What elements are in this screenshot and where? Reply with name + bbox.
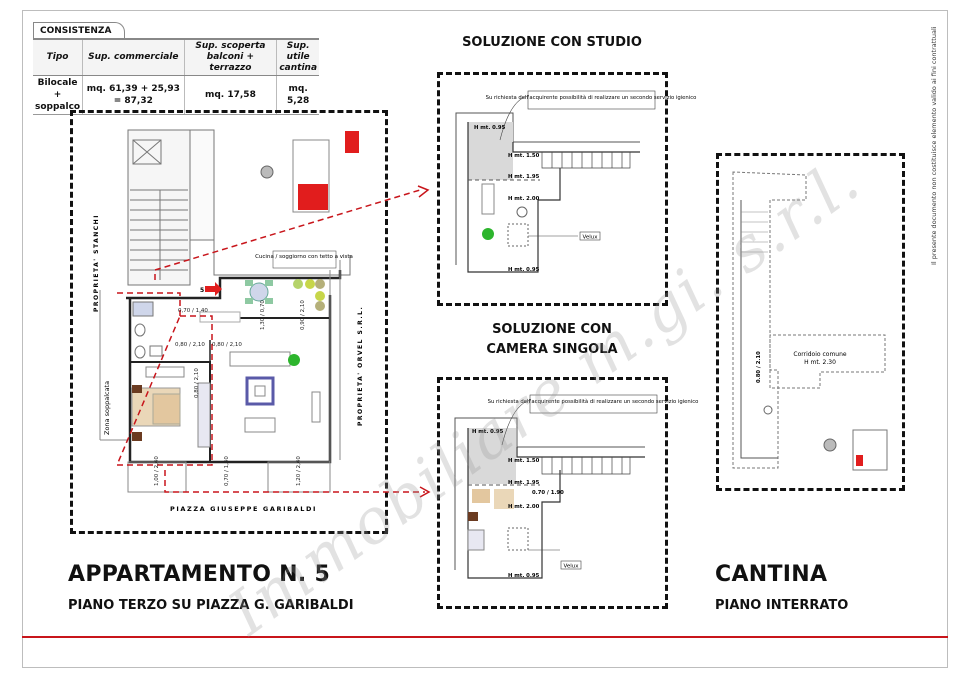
footer-red-line xyxy=(22,636,948,638)
cell-sup-scoperta: mq. 17,58 xyxy=(183,75,277,115)
left-property-label: PROPRIETA' STANCHI xyxy=(93,214,100,312)
table-row: Bilocale + soppalco mq. 61,39 + 25,93 = … xyxy=(33,75,319,115)
camera-height: H mt. 1.95 xyxy=(508,480,540,486)
dimension-label: 1,00 / 2,40 xyxy=(154,456,160,486)
dimension-label: 0,70 / 1,40 xyxy=(178,308,208,314)
entry-number: 5 xyxy=(200,287,204,294)
studio-height: H mt. 2.00 xyxy=(508,196,540,202)
studio-height: H mt. 0.95 xyxy=(474,125,506,131)
studio-height: H mt. 1.50 xyxy=(508,153,540,159)
camera-height: H mt. 1.50 xyxy=(508,458,540,464)
page-frame xyxy=(22,10,948,668)
dimension-label: 1,30 / 0,70 xyxy=(260,300,266,330)
street-label: PIAZZA GIUSEPPE GARIBALDI xyxy=(170,505,317,513)
camera-door-dimension: 0.70 / 1.90 xyxy=(532,490,564,496)
corridor-label: Corridoio comune xyxy=(793,351,847,358)
apartment-subtitle: PIANO TERZO SU PIAZZA G. GARIBALDI xyxy=(68,598,354,613)
cantina-title: CANTINA xyxy=(715,562,828,587)
bathroom-fixtures xyxy=(132,301,163,359)
dimension-label: 0,80 / 2,10 xyxy=(175,342,205,348)
apartment-title: APPARTAMENTO N. 5 xyxy=(68,562,331,587)
camera-velux-label: Velux xyxy=(564,564,580,570)
site-plan-thumbnail xyxy=(260,131,359,213)
disclaimer-text: Il presente documento non costituisce el… xyxy=(930,26,938,265)
cantina-subtitle: PIANO INTERRATO xyxy=(715,598,849,613)
kitchen-note: Cucina / soggiorno con tetto a vista xyxy=(255,254,353,260)
arrow-to-studio-icon xyxy=(417,185,430,198)
door-dimensions: 0,70 / 1,40 0,80 / 2,10 0,80 / 2,10 0,80… xyxy=(154,300,306,486)
consistenza-table: Tipo Sup. commerciale Sup. scoperta balc… xyxy=(33,38,319,115)
dimension-label: 0,80 / 2,10 xyxy=(194,368,200,398)
header-tipo: Tipo xyxy=(33,38,83,76)
cantina-plan-box xyxy=(716,153,905,491)
corridor-height: H mt. 2.30 xyxy=(804,359,836,366)
cantina-door-dimension: 0.80 / 2.10 xyxy=(756,351,762,383)
living-furniture xyxy=(199,279,325,433)
camera-height: H mt. 2.00 xyxy=(508,504,540,510)
cell-sup-commerciale: mq. 61,39 + 25,93 = 87,32 xyxy=(82,75,184,115)
table-header-row: Tipo Sup. commerciale Sup. scoperta balc… xyxy=(33,38,319,76)
camera-height: H mt. 0.95 xyxy=(508,573,540,579)
camera-title-line1: SOLUZIONE CON xyxy=(492,322,612,337)
header-sup-cantina: Sup. utile cantina xyxy=(276,38,319,76)
studio-height: H mt. 1.95 xyxy=(508,174,540,180)
studio-height: H mt. 0.95 xyxy=(508,267,540,273)
studio-note: Su richiesta dell'acquirente possibilità… xyxy=(486,94,697,101)
cantina-plan: Corridoio comune H mt. 2.30 0.80 / 2.10 xyxy=(732,171,888,471)
studio-plan-box xyxy=(437,72,668,306)
mezzanine-zone-outline xyxy=(115,189,425,493)
bedroom-furniture xyxy=(131,366,211,448)
balconies xyxy=(99,260,341,493)
consistenza-tab: CONSISTENZA xyxy=(33,22,125,39)
dimension-label: 0,70 / 1,40 xyxy=(224,456,230,486)
studio-title: SOLUZIONE CON STUDIO xyxy=(462,35,642,50)
studio-velux-label: Velux xyxy=(583,235,599,241)
dimension-label: 1,20 / 2,40 xyxy=(296,456,302,486)
cell-sup-cantina: mq. 5,28 xyxy=(276,75,319,115)
header-sup-commerciale: Sup. commerciale xyxy=(82,38,184,76)
apartment-plan-box xyxy=(70,110,388,534)
camera-title-line2: CAMERA SINGOLA xyxy=(486,342,618,357)
dimension-label: 0,90 / 2,10 xyxy=(300,300,306,330)
camera-plan-box xyxy=(437,377,668,609)
camera-plan: Velux Su richiesta dell'acquirente possi… xyxy=(454,394,699,579)
mezzanine-zone-label: Zona soppalcata xyxy=(103,381,111,435)
header-sup-scoperta: Sup. scoperta balconi + terrazzo xyxy=(183,38,277,76)
arrow-to-camera-icon xyxy=(419,486,431,498)
right-property-label: PROPRIETA' ORVEL S.R.L. xyxy=(357,306,364,426)
entry-arrow-icon xyxy=(205,282,222,296)
dimension-label: 0,80 / 2,10 xyxy=(212,342,242,348)
cell-tipo: Bilocale + soppalco xyxy=(33,75,83,115)
camera-height: H mt. 0.95 xyxy=(472,429,504,435)
stairwell xyxy=(127,129,351,286)
camera-note: Su richiesta dell'acquirente possibilità… xyxy=(488,398,699,405)
studio-plan: Velux Su richiesta dell'acquirente possi… xyxy=(455,90,697,273)
